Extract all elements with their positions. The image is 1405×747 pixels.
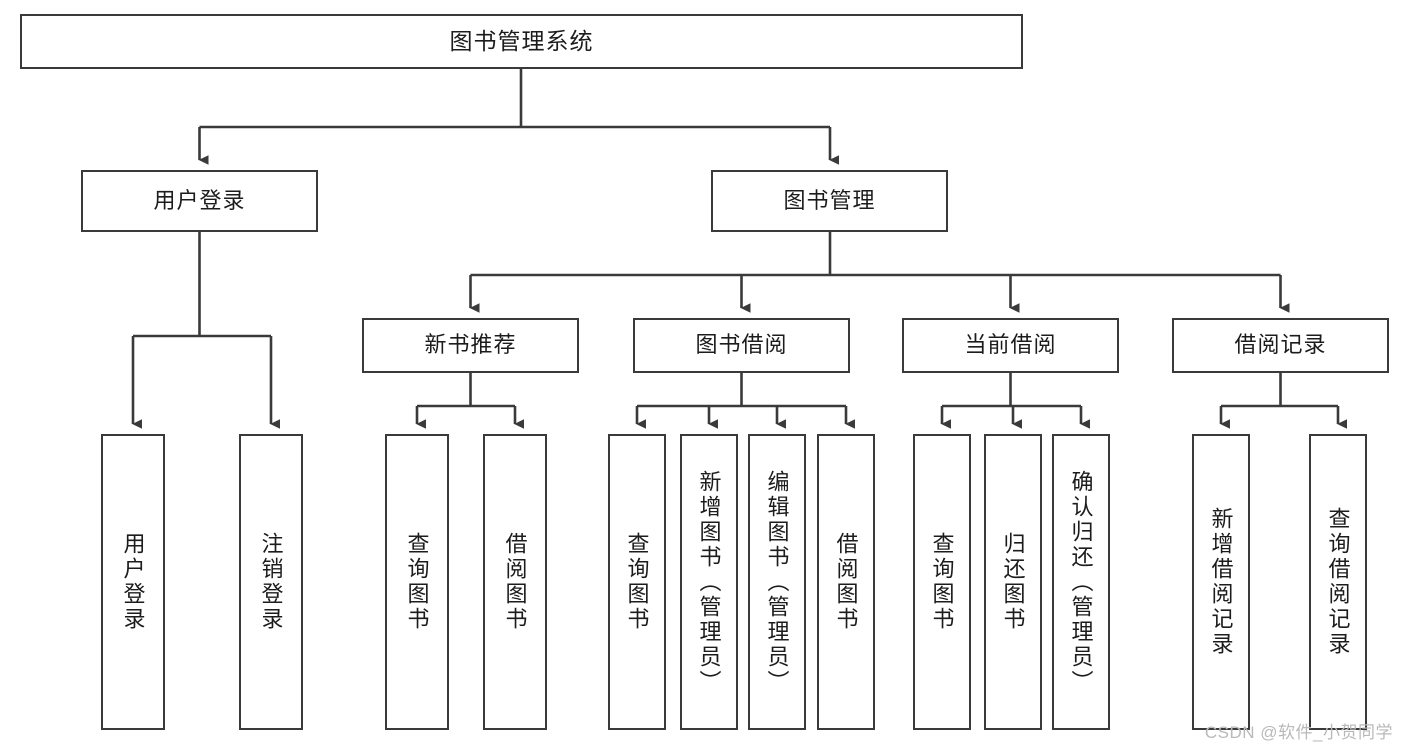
- leaf-query-borrow-record[interactable]: 查询借阅记录: [1309, 434, 1367, 730]
- leaf-query-book-newbook-label: 查询图书: [404, 532, 430, 632]
- csdn-watermark: CSDN @软件_小贺同学: [1204, 723, 1393, 742]
- node-root[interactable]: 图书管理系统: [20, 14, 1023, 69]
- leaf-add-book-admin-label: 新增图书（管理员）: [696, 469, 722, 695]
- node-book-management-label: 图书管理: [783, 187, 876, 213]
- leaf-add-borrow-record[interactable]: 新增借阅记录: [1192, 434, 1250, 730]
- leaf-return-book[interactable]: 归还图书: [984, 434, 1042, 730]
- leaf-lend-book[interactable]: 借阅图书: [817, 434, 875, 730]
- leaf-add-book-admin[interactable]: 新增图书（管理员）: [680, 434, 738, 730]
- node-user-login-label: 用户登录: [153, 187, 246, 213]
- node-current-borrow[interactable]: 当前借阅: [902, 318, 1119, 373]
- leaf-logout[interactable]: 注销登录: [239, 434, 303, 730]
- leaf-borrow-book-newbook-label: 借阅图书: [502, 532, 528, 632]
- node-borrow-record[interactable]: 借阅记录: [1172, 318, 1389, 373]
- leaf-add-borrow-record-label: 新增借阅记录: [1208, 507, 1234, 657]
- leaf-query-book-borrow[interactable]: 查询图书: [608, 434, 666, 730]
- node-book-management[interactable]: 图书管理: [711, 170, 948, 232]
- leaf-user-login-label: 用户登录: [120, 532, 146, 632]
- node-new-book-recommend-label: 新书推荐: [424, 332, 517, 358]
- node-user-login[interactable]: 用户登录: [81, 170, 318, 232]
- node-current-borrow-label: 当前借阅: [964, 332, 1057, 358]
- node-borrow-record-label: 借阅记录: [1234, 332, 1327, 358]
- leaf-user-login[interactable]: 用户登录: [101, 434, 165, 730]
- leaf-borrow-book-newbook[interactable]: 借阅图书: [483, 434, 547, 730]
- leaf-query-book-newbook[interactable]: 查询图书: [385, 434, 449, 730]
- leaf-return-book-label: 归还图书: [1000, 532, 1026, 632]
- leaf-lend-book-label: 借阅图书: [833, 532, 859, 632]
- leaf-query-borrow-record-label: 查询借阅记录: [1325, 507, 1351, 657]
- leaf-confirm-return-admin[interactable]: 确认归还（管理员）: [1052, 434, 1110, 730]
- node-book-borrow[interactable]: 图书借阅: [633, 318, 850, 373]
- node-new-book-recommend[interactable]: 新书推荐: [362, 318, 579, 373]
- leaf-edit-book-admin-label: 编辑图书（管理员）: [764, 469, 790, 695]
- leaf-query-book-current-label: 查询图书: [929, 532, 955, 632]
- node-root-label: 图书管理系统: [449, 27, 594, 54]
- node-book-borrow-label: 图书借阅: [695, 332, 788, 358]
- leaf-query-book-borrow-label: 查询图书: [624, 532, 650, 632]
- leaf-confirm-return-admin-label: 确认归还（管理员）: [1068, 469, 1094, 695]
- leaf-logout-label: 注销登录: [258, 532, 284, 632]
- leaf-query-book-current[interactable]: 查询图书: [913, 434, 971, 730]
- leaf-edit-book-admin[interactable]: 编辑图书（管理员）: [748, 434, 806, 730]
